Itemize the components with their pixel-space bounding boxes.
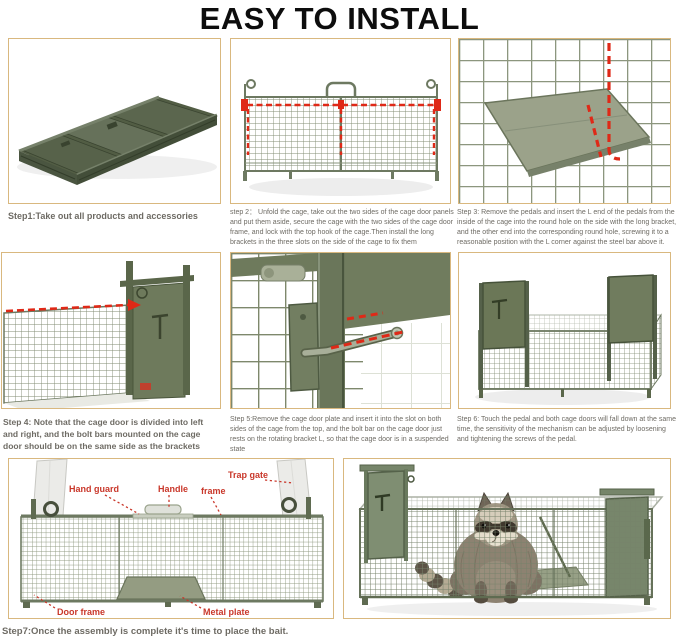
step6-photo-assembled-cage (475, 274, 662, 405)
leader-metal-plate (179, 595, 202, 609)
red-dashed-guides (241, 99, 441, 155)
step5-photo-bracket-closeup (231, 253, 450, 408)
step5-caption: Step 5:Remove the cage door plate and in… (230, 416, 449, 453)
part-labels: Hand guard Handle frame Trap gate Door f… (33, 470, 294, 617)
step2-photo-frame (230, 38, 451, 204)
step3-photo-frame (458, 38, 671, 204)
red-dashed-arrows (330, 311, 404, 350)
step6-caption: Step 6: Touch the pedal and both cage do… (457, 416, 676, 443)
label-handle: Handle (158, 484, 188, 494)
step3-photo-pedal-closeup (459, 39, 670, 203)
step1-photo-folded-cage (17, 95, 218, 185)
raccoon-in-cage-photo (358, 464, 664, 616)
label-metal-plate: Metal plate (203, 607, 250, 617)
page-title: EASY TO INSTALL (199, 1, 480, 36)
label-door-frame: Door frame (57, 607, 105, 617)
step2-photo-unfolded-cage (241, 79, 441, 196)
step4-caption: Step 4: Note that the cage door is divid… (3, 417, 204, 451)
leader-frame (210, 496, 222, 516)
step3-caption: Step 3: Remove the pedals and insert the… (457, 209, 677, 246)
raccoon-photo-frame (343, 458, 671, 619)
step2-caption: step 2： Unfold the cage, take out the tw… (230, 209, 454, 246)
step7-caption: Step7:Once the assembly is complete it's… (2, 626, 289, 637)
step4-photo-frame (1, 252, 221, 409)
leader-door-frame (33, 594, 56, 609)
label-trap-gate: Trap gate (228, 470, 268, 480)
red-dashed-arrows (586, 43, 621, 161)
step4-photo-door-direction (3, 261, 194, 408)
step1-caption: Step1:Take out all products and accessor… (8, 211, 198, 221)
leader-hand-guard (104, 494, 140, 515)
step1-photo-frame (8, 38, 221, 204)
parts-diagram-photo: Hand guard Handle frame Trap gate Door f… (20, 459, 324, 617)
label-hand-guard: Hand guard (69, 484, 119, 494)
step5-photo-frame (230, 252, 451, 409)
step6-photo-frame (458, 252, 671, 409)
parts-diagram-frame: Hand guard Handle frame Trap gate Door f… (8, 458, 334, 619)
red-dashed-arrow (5, 299, 141, 313)
label-frame: frame (201, 486, 226, 496)
